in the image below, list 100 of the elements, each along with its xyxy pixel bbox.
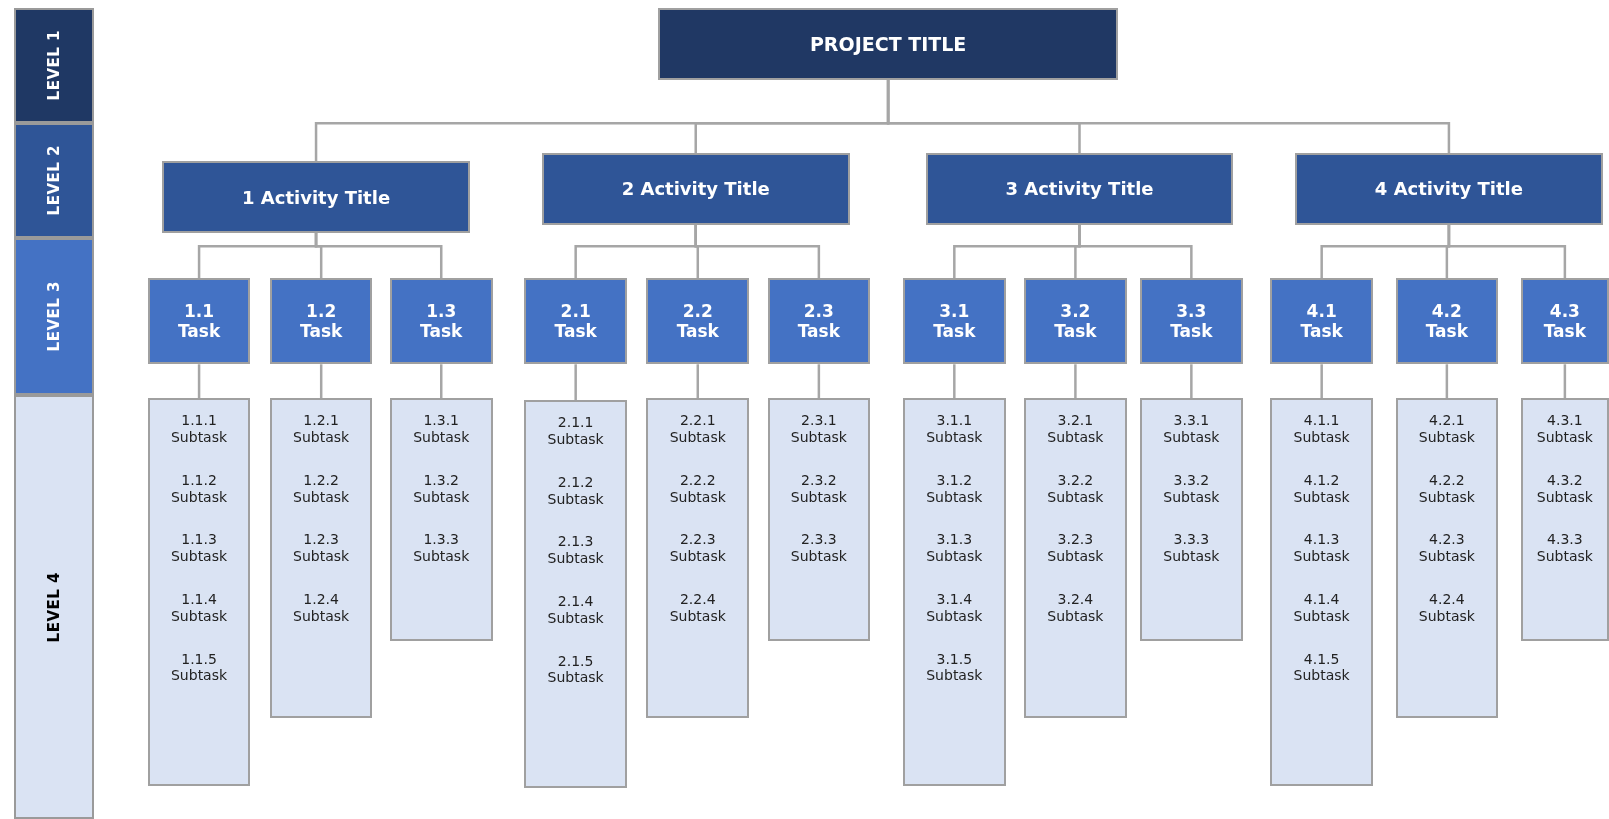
connector-line (1445, 364, 1449, 399)
subtask-label: 1.3.1 Subtask (413, 412, 470, 446)
project-title: PROJECT TITLE (809, 33, 967, 56)
activity-box (541, 152, 850, 225)
subtask-label: 4.1.3 Subtask (1293, 531, 1350, 565)
subtask-label: 2.1.3 Subtask (547, 533, 604, 567)
subtask-label: 1.1.4 Subtask (171, 590, 228, 625)
subtask-label: 2.3.3 Subtask (790, 531, 847, 565)
task-box (1024, 278, 1127, 365)
task-box (1395, 278, 1499, 365)
task-label: 3.3 Task (1170, 300, 1213, 342)
connector-line (1320, 364, 1323, 399)
task-box (147, 278, 251, 365)
task-label: 2.1 Task (554, 300, 597, 342)
subtask-label: 3.2.4 Subtask (1047, 590, 1104, 625)
connector-line (817, 364, 821, 399)
connector-line (197, 364, 201, 399)
subtask-label: 3.2.3 Subtask (1047, 531, 1104, 565)
activity-box (1295, 152, 1603, 225)
subtask-label: 4.1.2 Subtask (1293, 471, 1350, 506)
task-box (1140, 278, 1243, 365)
connector-line (1447, 224, 1567, 279)
subtask-label: 1.1.3 Subtask (171, 531, 228, 565)
level-label: LEVEL 4 (45, 571, 64, 643)
subtask-list-box (646, 398, 750, 719)
task-box (1270, 278, 1373, 365)
connector-line (440, 364, 443, 399)
subtask-list-box (903, 398, 1006, 786)
task-label: 4.2 Task (1425, 300, 1468, 342)
connector-line (1078, 224, 1193, 279)
connector-line (319, 364, 323, 399)
subtask-label: 2.3.1 Subtask (790, 412, 847, 446)
subtask-label: 1.2.1 Subtask (293, 412, 350, 446)
task-label: 1.3 Task (420, 300, 463, 342)
level-label: LEVEL 3 (45, 281, 64, 352)
subtask-label: 2.2.4 Subtask (669, 590, 726, 625)
subtask-label: 2.1.1 Subtask (547, 414, 604, 448)
subtask-label: 3.1.2 Subtask (926, 471, 983, 506)
subtask-label: 1.2.2 Subtask (293, 471, 350, 506)
activity-title: 3 Activity Title (1005, 178, 1154, 200)
subtask-list-box (147, 398, 251, 786)
connector-line (1563, 364, 1567, 399)
activity-box (925, 152, 1234, 225)
connector-line (694, 224, 821, 279)
task-label: 4.1 Task (1300, 300, 1343, 342)
connector-line (696, 364, 700, 399)
subtask-label: 1.3.2 Subtask (413, 471, 470, 506)
subtask-label: 4.3.2 Subtask (1536, 471, 1593, 506)
task-box (524, 278, 627, 365)
subtask-label: 3.3.1 Subtask (1163, 412, 1220, 446)
task-label: 2.2 Task (676, 300, 719, 342)
task-box (1520, 278, 1609, 365)
subtask-label: 4.2.3 Subtask (1418, 531, 1475, 565)
subtask-list-box (389, 398, 493, 642)
subtask-label: 1.1.2 Subtask (171, 471, 228, 506)
task-box (646, 278, 750, 365)
activity-title: 4 Activity Title (1374, 178, 1523, 200)
subtask-label: 1.2.4 Subtask (293, 590, 350, 625)
subtask-label: 4.3.1 Subtask (1536, 412, 1593, 446)
subtask-label: 1.1.1 Subtask (171, 412, 228, 446)
subtask-label: 2.2.3 Subtask (669, 531, 726, 565)
subtask-label: 4.2.2 Subtask (1418, 471, 1475, 506)
task-label: 4.3 Task (1543, 300, 1586, 342)
task-label: 3.1 Task (933, 300, 976, 342)
subtask-label: 3.2.1 Subtask (1047, 412, 1104, 446)
subtask-label: 2.1.2 Subtask (547, 473, 604, 508)
subtask-label: 3.1.5 Subtask (926, 650, 983, 685)
subtask-list-box (1520, 398, 1609, 642)
level-band (14, 123, 95, 239)
subtask-label: 3.3.3 Subtask (1163, 531, 1220, 565)
task-box (389, 278, 493, 365)
subtask-list-box (1024, 398, 1127, 719)
subtask-label: 4.2.1 Subtask (1418, 412, 1475, 446)
subtask-list-box (767, 398, 871, 642)
connector-line (953, 364, 956, 399)
task-label: 2.3 Task (797, 300, 840, 342)
subtask-label: 2.1.5 Subtask (547, 652, 604, 687)
connector-line (886, 80, 1451, 153)
task-label: 1.2 Task (300, 300, 343, 342)
subtask-label: 4.3.3 Subtask (1536, 531, 1593, 565)
level-label: LEVEL 1 (45, 30, 64, 101)
task-label: 1.1 Task (177, 300, 221, 342)
activity-title: 2 Activity Title (621, 178, 770, 200)
subtask-label: 3.3.2 Subtask (1163, 471, 1220, 506)
subtask-label: 3.1.3 Subtask (926, 531, 983, 565)
subtask-label: 1.2.3 Subtask (293, 531, 350, 565)
level-label: LEVEL 2 (45, 145, 64, 216)
subtask-label: 2.2.2 Subtask (669, 471, 726, 506)
level-band (14, 238, 95, 396)
subtask-label: 3.2.2 Subtask (1047, 471, 1104, 506)
task-box (903, 278, 1006, 365)
subtask-label: 2.1.4 Subtask (547, 592, 604, 627)
subtask-list-box (1270, 398, 1373, 786)
subtask-label: 2.3.2 Subtask (790, 471, 847, 506)
subtask-list-box (1140, 398, 1243, 642)
subtask-label: 4.2.4 Subtask (1418, 590, 1475, 625)
task-label: 3.2 Task (1054, 300, 1097, 342)
subtask-label: 4.1.4 Subtask (1293, 590, 1350, 625)
task-box (767, 278, 871, 365)
connector-line (1190, 364, 1193, 399)
